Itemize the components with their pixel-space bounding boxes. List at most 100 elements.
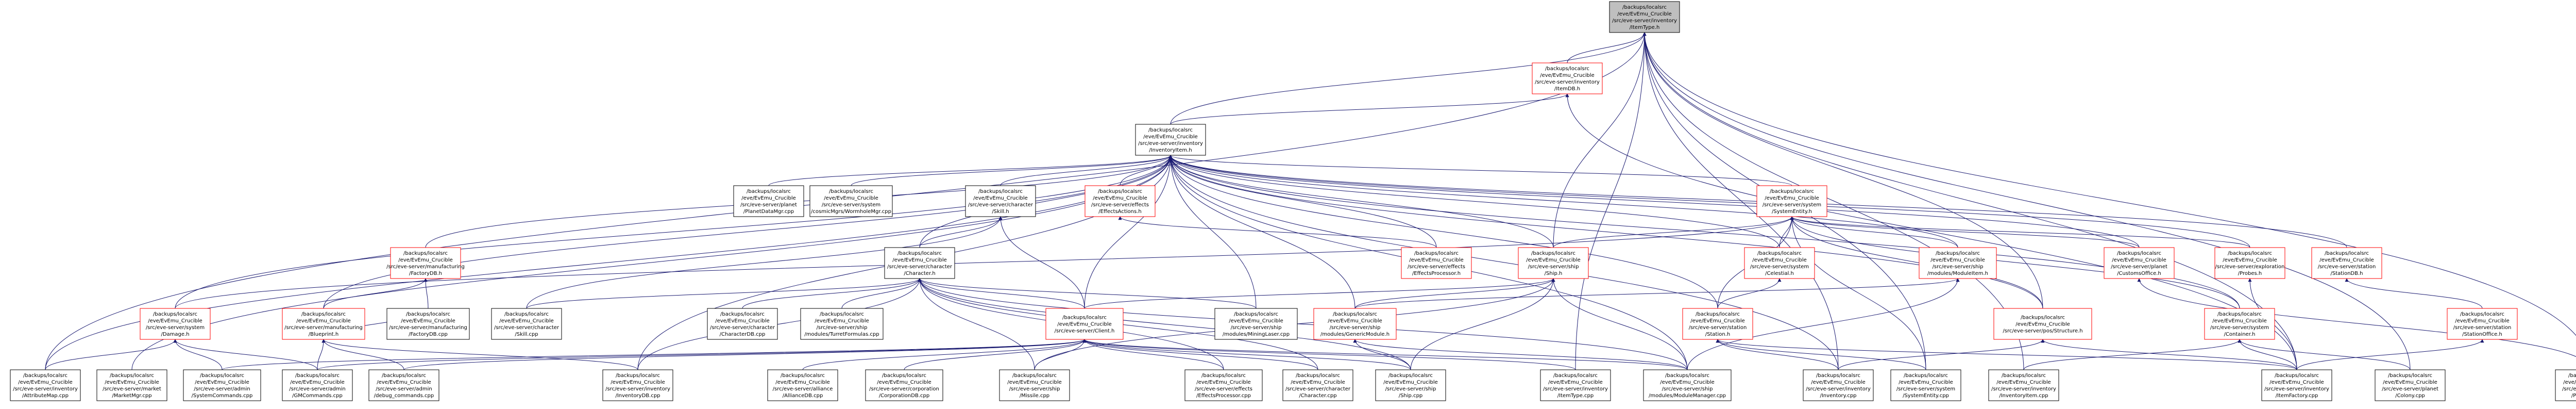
node-probes_h[interactable]: /backups/localsrc/eve/EvEmu_Crucible/src… (2214, 247, 2285, 279)
node-missile_cpp[interactable]: /backups/localsrc/eve/EvEmu_Crucible/src… (999, 369, 1070, 401)
node-box (884, 247, 955, 279)
edge-customsoffice_h-to-systementity (1790, 216, 2140, 248)
node-effectsprocessor_h[interactable]: /backups/localsrc/eve/EvEmu_Crucible/src… (1401, 247, 1472, 279)
edge-character_h-to-skill_h (919, 216, 1003, 248)
node-customsoffice_h[interactable]: /backups/localsrc/eve/EvEmu_Crucible/src… (2104, 247, 2175, 279)
node-character_cpp[interactable]: /backups/localsrc/eve/EvEmu_Crucible/src… (1282, 369, 1353, 401)
edge-ship_cpp-to-character_h (918, 278, 1411, 370)
node-gmcommands_cpp[interactable]: /backups/localsrc/eve/EvEmu_Crucible/src… (282, 369, 353, 401)
node-container_h[interactable]: /backups/localsrc/eve/EvEmu_Crucible/src… (2204, 308, 2275, 340)
node-systementity_cpp[interactable]: /backups/localsrc/eve/EvEmu_Crucible/src… (1890, 369, 1961, 401)
node-label-line: /eve/EvEmu_Crucible (1229, 318, 1283, 324)
node-alliancedb_cpp[interactable]: /backups/localsrc/eve/EvEmu_Crucible/src… (767, 369, 838, 401)
node-skill_h[interactable]: /backups/localsrc/eve/EvEmu_Crucible/src… (965, 185, 1036, 217)
node-label-line: /eve/EvEmu_Crucible (1196, 380, 1251, 385)
node-systemcommands_cpp[interactable]: /backups/localsrc/eve/EvEmu_Crucible/src… (183, 369, 261, 401)
node-itemdb[interactable]: /backups/localsrc/eve/EvEmu_Crucible/src… (1532, 62, 1603, 94)
node-genericmodule_h[interactable]: /backups/localsrc/eve/EvEmu_Crucible/src… (1313, 308, 1397, 340)
node-skill_cpp[interactable]: /backups/localsrc/eve/EvEmu_Crucible/src… (491, 308, 562, 340)
node-planetmgr_cpp[interactable]: /backups/localsrc/eve/EvEmu_Crucible/src… (2555, 369, 2576, 401)
node-inventory_cpp[interactable]: /backups/localsrc/eve/EvEmu_Crucible/src… (1803, 369, 1874, 401)
node-station_h[interactable]: /backups/localsrc/eve/EvEmu_Crucible/src… (1682, 308, 1753, 340)
node-label-line: /backups/localsrc (1414, 251, 1459, 256)
node-label-line: /src/eve-server/planet (740, 202, 797, 208)
node-box (1993, 308, 2092, 340)
node-damage_h[interactable]: /backups/localsrc/eve/EvEmu_Crucible/src… (140, 308, 211, 340)
node-label-line: /backups/localsrc (403, 251, 448, 256)
node-factorydb[interactable]: /backups/localsrc/eve/EvEmu_Crucible/src… (386, 247, 465, 279)
node-label-line: /src/eve-server/character (887, 264, 953, 270)
node-box (1084, 185, 1156, 217)
edge-inventory_cpp-to-station_h (1716, 339, 1839, 370)
node-label-line: /backups/localsrc (504, 312, 549, 317)
node-turretformulas_cpp[interactable]: /backups/localsrc/eve/EvEmu_Crucible/src… (800, 308, 884, 340)
node-factorydb_cpp[interactable]: /backups/localsrc/eve/EvEmu_Crucible/src… (386, 308, 470, 340)
node-ship_cpp[interactable]: /backups/localsrc/eve/EvEmu_Crucible/src… (1375, 369, 1446, 401)
node-effectsprocessor_cpp[interactable]: /backups/localsrc/eve/EvEmu_Crucible/src… (1184, 369, 1263, 401)
node-itemtype_cpp[interactable]: /backups/localsrc/eve/EvEmu_Crucible/src… (1540, 369, 1611, 401)
node-box (1135, 124, 1206, 156)
node-label-line: /src/eve-server/system (1762, 202, 1821, 208)
node-label-line: /src/eve-server/ship (1933, 264, 1984, 270)
node-label-line: /modules/GenericModule.h (1320, 332, 1389, 337)
node-label-line: /backups/localsrc (2568, 373, 2576, 379)
node-label-line: /PlanetMgr.cpp (2571, 393, 2576, 399)
edge-planetmgr_cpp-to-customsoffice_h (2137, 278, 2576, 357)
node-corporationdb_cpp[interactable]: /backups/localsrc/eve/EvEmu_Crucible/src… (865, 369, 943, 401)
node-blueprint_h[interactable]: /backups/localsrc/eve/EvEmu_Crucible/src… (282, 308, 365, 340)
node-label-line: /backups/localsrc (1148, 127, 1193, 133)
node-label-line: /backups/localsrc (829, 189, 873, 194)
node-moduleitem_h[interactable]: /backups/localsrc/eve/EvEmu_Crucible/src… (1919, 247, 1997, 279)
edge-itemfactory_cpp-to-structure_h (2041, 339, 2297, 370)
node-marketmgr_cpp[interactable]: /backups/localsrc/eve/EvEmu_Crucible/src… (96, 369, 167, 401)
node-structure_h[interactable]: /backups/localsrc/eve/EvEmu_Crucible/src… (1993, 308, 2092, 340)
node-modulemanager_cpp[interactable]: /backups/localsrc/eve/EvEmu_Crucible/src… (1643, 369, 1732, 401)
node-colony_cpp[interactable]: /backups/localsrc/eve/EvEmu_Crucible/src… (2375, 369, 2446, 401)
node-client_h[interactable]: /backups/localsrc/eve/EvEmu_Crucible/src… (1045, 308, 1124, 340)
node-label-line: /Container.h (2224, 332, 2256, 337)
node-label-line: /backups/localsrc (382, 373, 426, 379)
edge-itemtype_cpp-to-client_h (1082, 339, 1576, 370)
node-celestial_h[interactable]: /backups/localsrc/eve/EvEmu_Crucible/src… (1744, 247, 1815, 279)
edge-celestial_h-to-inventoryitem (1168, 155, 1780, 248)
node-wormholemgr[interactable]: /backups/localsrc/eve/EvEmu_Crucible/src… (809, 185, 893, 217)
node-planetdatamgr[interactable]: /backups/localsrc/eve/EvEmu_Crucible/src… (733, 185, 804, 217)
edge-damage_h-to-inventoryitem (175, 155, 1173, 309)
node-label-line: /StationOffice.h (2462, 332, 2502, 337)
node-mininglaser_cpp[interactable]: /backups/localsrc/eve/EvEmu_Crucible/src… (1214, 308, 1298, 340)
edge-ship_cpp-to-client_h (1082, 339, 1411, 370)
node-box (1643, 369, 1732, 401)
node-box (1803, 369, 1874, 401)
node-box (1282, 369, 1353, 401)
node-label-line: /CustomsOffice.h (2117, 271, 2161, 276)
node-label-line: /backups/localsrc (1296, 373, 1340, 379)
node-inventoryitem[interactable]: /backups/localsrc/eve/EvEmu_Crucible/src… (1135, 124, 1206, 156)
node-systementity[interactable]: /backups/localsrc/eve/EvEmu_Crucible/src… (1756, 185, 1827, 217)
edge-genericmodule_h-to-inventoryitem (1168, 155, 1355, 309)
node-label-line: /src/eve-server/ship (1528, 264, 1579, 270)
node-stationoffice_h[interactable]: /backups/localsrc/eve/EvEmu_Crucible/src… (2447, 308, 2518, 340)
node-debug_commands_cpp[interactable]: /backups/localsrc/eve/EvEmu_Crucible/src… (368, 369, 439, 401)
node-effectactions[interactable]: /backups/localsrc/eve/EvEmu_Crucible/src… (1084, 185, 1156, 217)
edge-inventoryitem-to-root (1170, 32, 1647, 125)
edge-damage_h-to-systementity (175, 216, 1794, 309)
node-inventoryitem_cpp[interactable]: /backups/localsrc/eve/EvEmu_Crucible/src… (1988, 369, 2059, 401)
node-itemfactory_cpp[interactable]: /backups/localsrc/eve/EvEmu_Crucible/src… (2261, 369, 2332, 401)
node-label-line: /debug_commands.cpp (374, 393, 434, 399)
edge-planetmgr_cpp-to-root (1642, 32, 2576, 336)
node-characterdb_cpp[interactable]: /backups/localsrc/eve/EvEmu_Crucible/src… (707, 308, 778, 340)
node-attributemap_cpp[interactable]: /backups/localsrc/eve/EvEmu_Crucible/src… (10, 369, 81, 401)
node-box (865, 369, 943, 401)
node-label-line: /src/eve-server/system (1750, 264, 1809, 270)
node-box (96, 369, 167, 401)
node-label-line: /backups/localsrc (720, 312, 765, 317)
edge-client_h-to-inventoryitem (1084, 155, 1173, 309)
node-inventorydb_cpp[interactable]: /backups/localsrc/eve/EvEmu_Crucible/src… (602, 369, 673, 401)
node-stationdb_h[interactable]: /backups/localsrc/eve/EvEmu_Crucible/src… (2311, 247, 2382, 279)
node-label-line: /backups/localsrc (1816, 373, 1860, 379)
edge-client_h-to-ship_h (1084, 278, 1555, 309)
node-box (1756, 185, 1827, 217)
node-label-line: /Damage.h (161, 332, 189, 337)
node-ship_h[interactable]: /backups/localsrc/eve/EvEmu_Crucible/src… (1518, 247, 1589, 279)
node-character_h[interactable]: /backups/localsrc/eve/EvEmu_Crucible/src… (884, 247, 955, 279)
